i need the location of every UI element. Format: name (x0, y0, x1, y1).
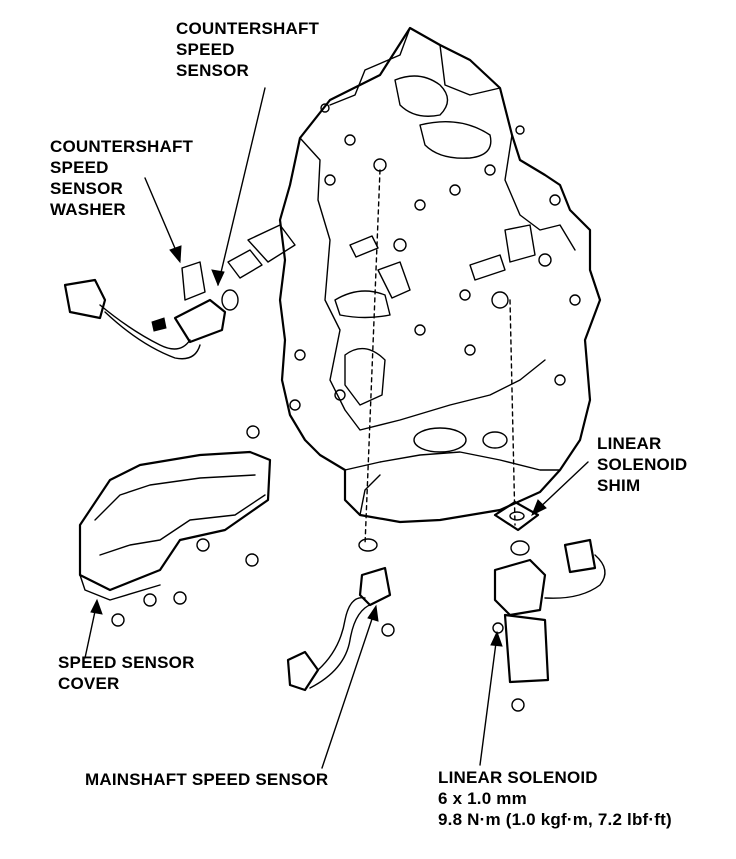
arrow-head-mainshaft (367, 604, 379, 622)
transmission-housing (227, 26, 602, 546)
countershaft-speed-sensor-part (63, 261, 239, 360)
linear-solenoid-part (492, 500, 606, 712)
label-countershaft-speed-sensor-washer: COUNTERSHAFT SPEED SENSOR WASHER (50, 137, 194, 219)
arrow-head-cs-washer (169, 245, 182, 264)
label-linear-solenoid: LINEAR SOLENOID 6 x 1.0 mm 9.8 N·m (1.0 … (438, 768, 672, 829)
arrow-head-cover (90, 598, 103, 615)
arrow-head-shim (531, 499, 547, 517)
label-speed-sensor-cover: SPEED SENSOR COVER (58, 653, 195, 693)
mainshaft-speed-sensor-part (286, 538, 395, 692)
label-mainshaft-speed-sensor: MAINSHAFT SPEED SENSOR (85, 770, 329, 789)
speed-sensor-cover-part (78, 425, 272, 627)
leader-lines (84, 87, 589, 769)
arrow-head-linear-solenoid (490, 630, 503, 647)
label-countershaft-speed-sensor: COUNTERSHAFT SPEED SENSOR (176, 19, 320, 80)
label-linear-solenoid-shim: LINEAR SOLENOID SHIM (597, 434, 688, 495)
arrow-head-cs-sensor (211, 269, 225, 287)
